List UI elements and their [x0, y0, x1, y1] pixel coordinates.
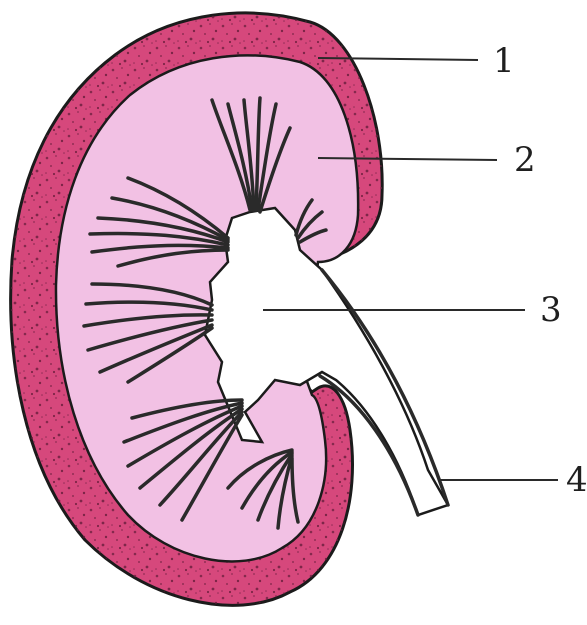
- label-1: 1: [493, 44, 515, 78]
- label-2: 2: [514, 143, 536, 177]
- label-4: 4: [566, 463, 587, 497]
- label-3: 3: [540, 293, 562, 327]
